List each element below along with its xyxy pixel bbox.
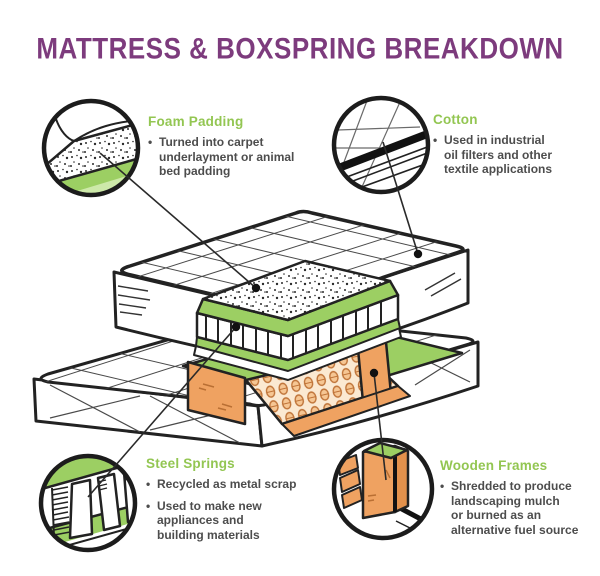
cotton-magnifier-icon bbox=[331, 95, 431, 195]
steel-springs-bullets: Recycled as metal scrap Used to make new… bbox=[146, 477, 296, 542]
leader-lines bbox=[87, 141, 419, 498]
cotton-heading: Cotton bbox=[433, 112, 478, 127]
callout-foam-padding: Foam Padding Turned into carpetunderlaym… bbox=[148, 114, 294, 186]
leader-dots bbox=[231, 249, 423, 378]
steel-springs-heading: Steel Springs bbox=[146, 456, 235, 471]
foam-padding-heading: Foam Padding bbox=[148, 114, 244, 129]
foam-magnifier-icon bbox=[41, 98, 141, 198]
steel-springs-magnifier-icon bbox=[38, 453, 138, 553]
page-title: MATTRESS & BOXSPRING BREAKDOWN bbox=[36, 31, 564, 66]
boxspring-illustration bbox=[32, 313, 480, 448]
wooden-frames-heading: Wooden Frames bbox=[440, 458, 548, 473]
wooden-frame-front-board bbox=[186, 360, 247, 426]
callout-steel-springs: Steel Springs Recycled as metal scrap Us… bbox=[146, 456, 296, 549]
mattress-illustration bbox=[112, 209, 470, 381]
wooden-frames-magnifier-icon bbox=[331, 437, 435, 541]
bullet-item: Recycled as metal scrap bbox=[146, 477, 296, 492]
foam-padding-layer bbox=[201, 259, 392, 322]
callout-wooden-frames: Wooden Frames Shredded to producelandsca… bbox=[440, 458, 578, 544]
